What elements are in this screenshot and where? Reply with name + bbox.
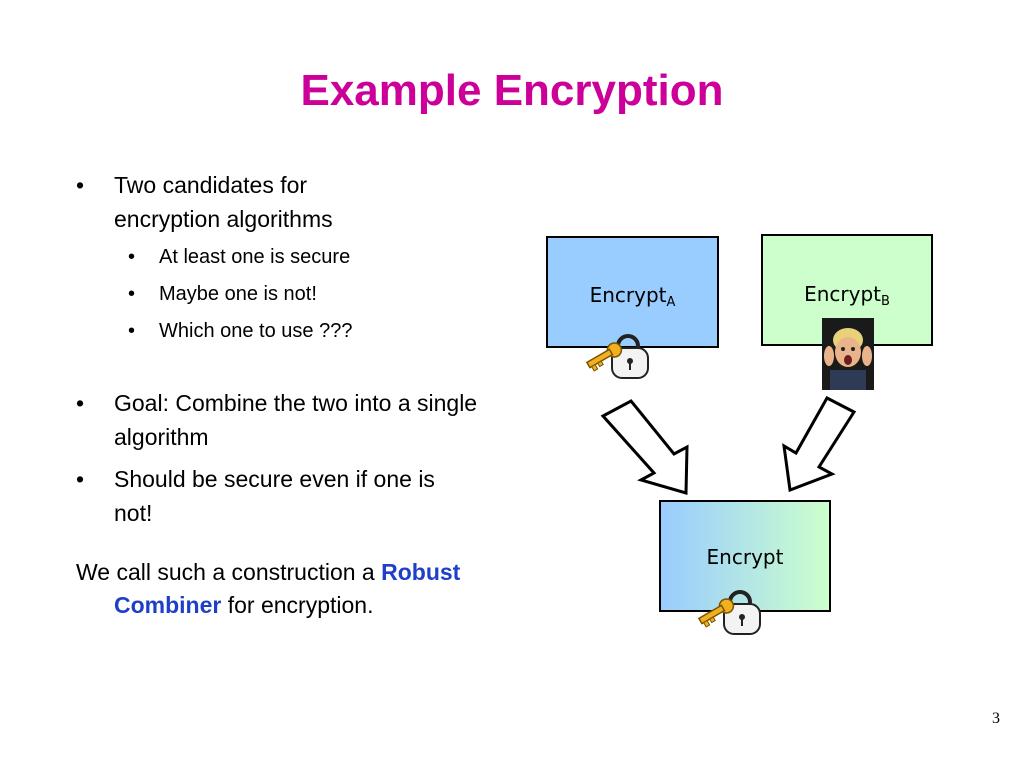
conclusion-text: We call such a construction a Robust Com… (76, 556, 494, 622)
sub-bullet-which: Which one to use ??? (76, 313, 496, 350)
slide-title: Example Encryption (300, 66, 724, 115)
encrypt-b-label: Encrypt (804, 282, 881, 306)
encrypt-b-subscript: B (880, 294, 890, 309)
encrypt-a-label: Encrypt (589, 283, 667, 307)
bullet-secure-even-if: Should be secure even if one is not! (76, 462, 444, 530)
encrypt-a-subscript: A (666, 295, 676, 310)
sub-bullet-secure: At least one is secure (76, 239, 496, 276)
encrypt-combined-label: Encrypt (706, 545, 784, 569)
key-lock-icon (697, 590, 761, 635)
bullet-list: Two candidates for encryption algorithms… (76, 168, 496, 622)
conclusion-suffix: for encryption. (227, 592, 374, 618)
sub-bullet-not-secure: Maybe one is not! (76, 276, 496, 313)
robust-combiner-term: Robust Combiner (114, 559, 461, 618)
page-number: 3 (992, 710, 1000, 727)
conclusion-prefix: We call such a construction a (76, 559, 375, 585)
bullet-candidates: Two candidates for encryption algorithms (76, 168, 394, 236)
arrow-down-right-icon (600, 399, 689, 495)
bullet-goal: Goal: Combine the two into a single algo… (76, 386, 494, 454)
key-lock-icon (585, 334, 649, 379)
encrypt-a-box: EncryptA (546, 236, 719, 348)
scared-person-photo (822, 318, 874, 390)
arrow-down-left-icon (782, 396, 857, 493)
